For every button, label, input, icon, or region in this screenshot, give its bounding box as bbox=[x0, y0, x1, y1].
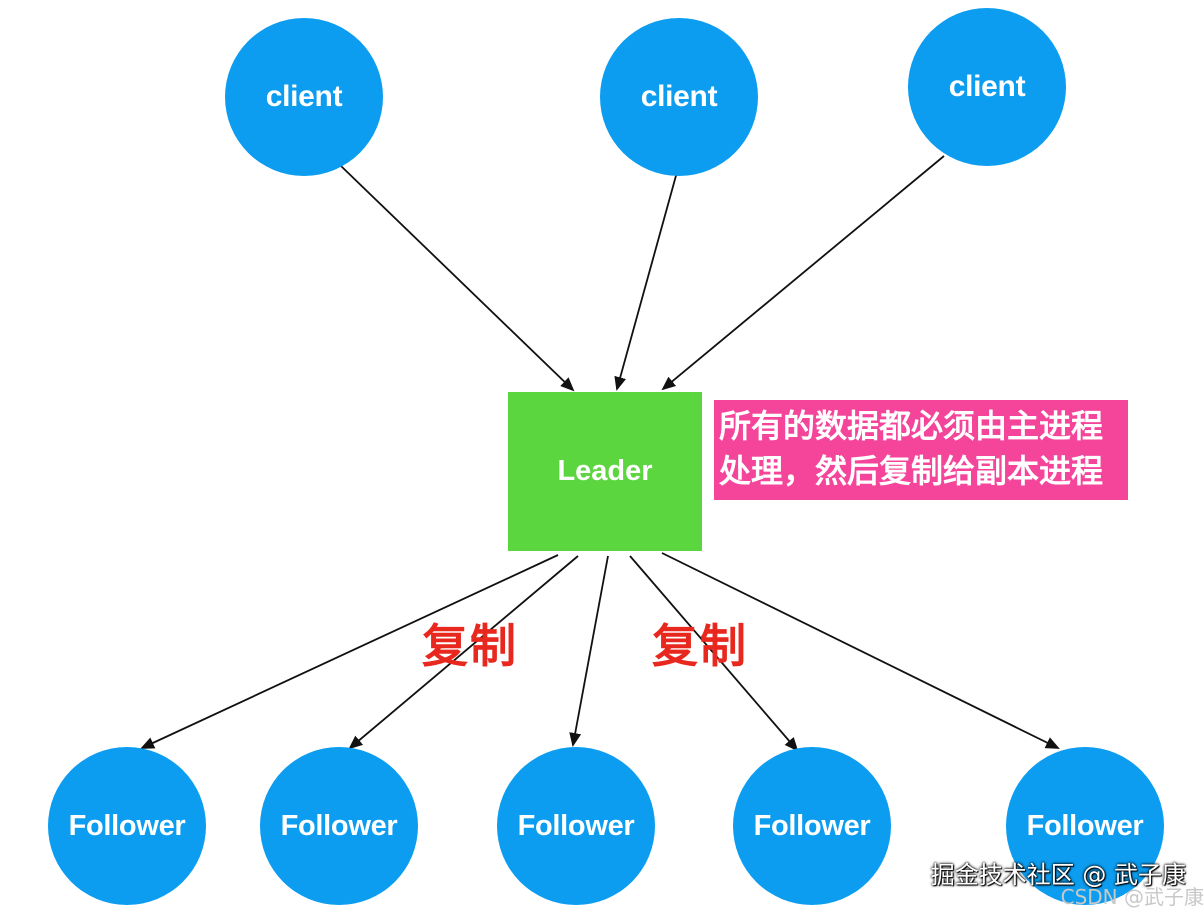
copy-label: 复制 bbox=[422, 619, 518, 673]
follower-node: Follower bbox=[1006, 747, 1164, 905]
edge-leader-to-follower-5 bbox=[661, 552, 1060, 749]
edge-leader-to-follower-4 bbox=[629, 555, 799, 752]
leader-label: Leader bbox=[557, 455, 653, 487]
note-line-1: 所有的数据都必须由主进程 bbox=[719, 407, 1104, 445]
edge-client-2-to-leader bbox=[614, 171, 678, 391]
client-node: client bbox=[225, 18, 383, 176]
client-label: client bbox=[640, 80, 718, 113]
watermark-secondary: CSDN @武子康 bbox=[1060, 885, 1204, 909]
follower-node: Follower bbox=[497, 747, 655, 905]
client-node: client bbox=[908, 8, 1066, 166]
follower-label: Follower bbox=[1026, 809, 1144, 842]
leader-note: 所有的数据都必须由主进程 处理，然后复制给副本进程 bbox=[714, 400, 1128, 500]
copy-label: 复制 bbox=[652, 619, 748, 673]
follower-label: Follower bbox=[517, 809, 635, 842]
edge-leader-to-follower-1 bbox=[140, 554, 559, 749]
watermark-primary: 掘金技术社区 @ 武子康 bbox=[930, 861, 1186, 889]
follower-node: Follower bbox=[48, 747, 206, 905]
edge-leader-to-follower-3 bbox=[569, 555, 609, 747]
follower-node: Follower bbox=[260, 747, 418, 905]
edge-client-3-to-leader bbox=[661, 155, 945, 391]
client-node: client bbox=[600, 18, 758, 176]
follower-label: Follower bbox=[68, 809, 186, 842]
client-label: client bbox=[948, 70, 1026, 103]
note-line-2: 处理，然后复制给副本进程 bbox=[719, 452, 1104, 490]
edge-leader-to-follower-2 bbox=[348, 555, 579, 750]
follower-label: Follower bbox=[280, 809, 398, 842]
follower-node: Follower bbox=[733, 747, 891, 905]
edge-client-1-to-leader bbox=[340, 165, 575, 392]
leader-node: Leader bbox=[508, 392, 702, 551]
client-label: client bbox=[265, 80, 343, 113]
follower-label: Follower bbox=[753, 809, 871, 842]
